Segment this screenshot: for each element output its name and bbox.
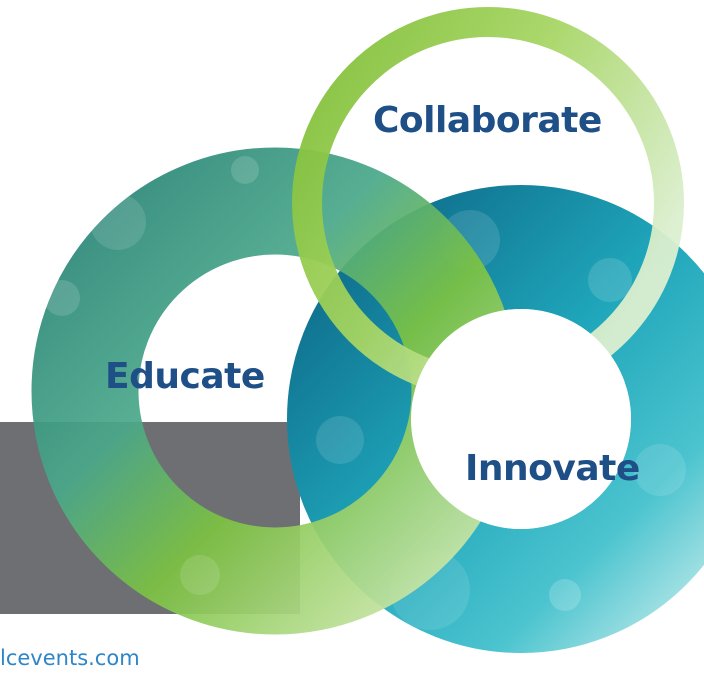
footer-url[interactable]: lcevents.com xyxy=(0,646,140,670)
innovate-label: Innovate xyxy=(465,448,640,489)
collaborate-label: Collaborate xyxy=(373,100,602,141)
educate-label: Educate xyxy=(105,356,265,397)
innovate-ring-center xyxy=(411,309,631,529)
bokeh-left xyxy=(44,156,259,595)
innovate-ring xyxy=(287,185,704,653)
